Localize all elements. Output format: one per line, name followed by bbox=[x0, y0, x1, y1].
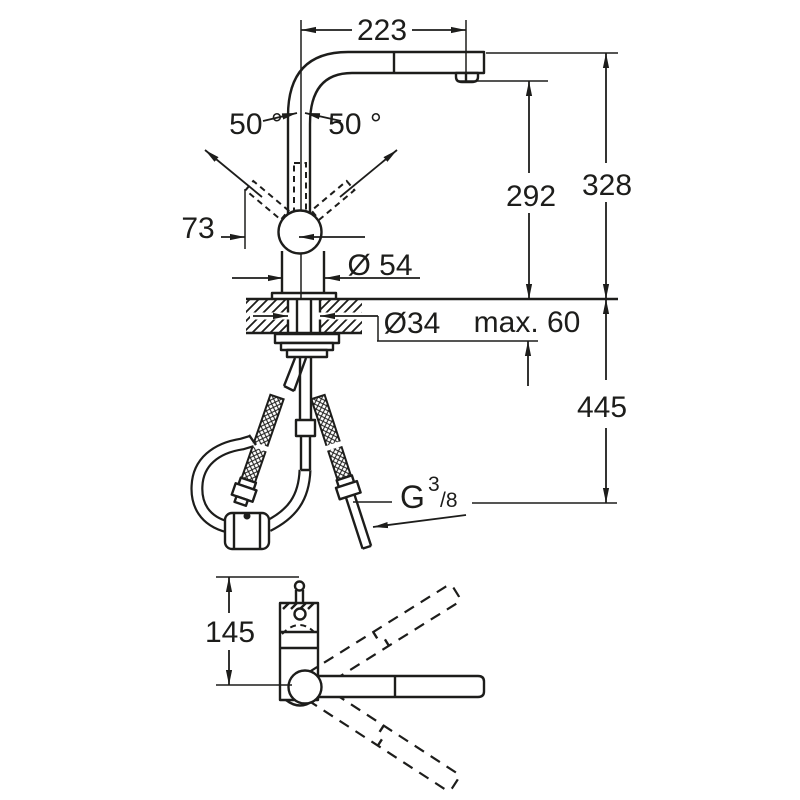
topview-tip-circle bbox=[293, 580, 306, 592]
topview-arm-upper-dashed bbox=[307, 584, 461, 691]
dim-top-view-depth: 145 bbox=[205, 616, 255, 649]
topview-knurl bbox=[282, 602, 315, 610]
mounting-washer bbox=[273, 332, 341, 345]
dim-handle-offset: 73 bbox=[181, 212, 214, 245]
hose-weight bbox=[223, 511, 271, 551]
topview-stem bbox=[294, 590, 305, 603]
center-tube-lower bbox=[299, 436, 312, 472]
hose-cut-mark bbox=[248, 434, 257, 446]
mounting-shank bbox=[286, 299, 322, 334]
supply-hoses bbox=[190, 393, 373, 551]
thread-numerator: 3 bbox=[428, 473, 440, 496]
weight-notch bbox=[243, 512, 251, 520]
braided-hose-right bbox=[310, 393, 373, 550]
faucet-top-view bbox=[278, 580, 486, 792]
topview-pivot bbox=[287, 669, 323, 705]
hose-stub bbox=[282, 357, 308, 393]
dim-spout-projection: 223 bbox=[357, 14, 407, 47]
tube-coupling bbox=[294, 418, 317, 438]
dim-hole-diameter: Ø34 bbox=[384, 307, 441, 340]
topview-arm-lower-dashed bbox=[307, 682, 460, 792]
thread-size-label: G 3 /8 bbox=[400, 473, 458, 515]
dim-swivel-right: 50 ° bbox=[328, 108, 382, 141]
dim-body-diameter: Ø 54 bbox=[347, 249, 412, 282]
braided-hose-left bbox=[230, 393, 285, 507]
base-flange bbox=[270, 291, 338, 299]
thread-denominator: /8 bbox=[440, 489, 458, 512]
dimension-labels: 223 50 ° 50 ° 73 292 328 Ø 54 Ø34 max. 6… bbox=[181, 14, 632, 649]
pullout-hose-loop bbox=[190, 434, 312, 534]
faucet-body bbox=[280, 251, 326, 293]
lever-neutral-dashed bbox=[293, 162, 307, 214]
center-tube-upper bbox=[298, 357, 313, 420]
topview-cartridge-dot bbox=[293, 607, 307, 621]
faucet-side-view bbox=[244, 20, 486, 472]
lever-left-dashed bbox=[244, 179, 290, 222]
lever-right-dashed bbox=[310, 179, 356, 222]
dim-swivel-left: 50 ° bbox=[229, 108, 283, 141]
ball-joint bbox=[277, 209, 323, 255]
dim-under-counter-height: 445 bbox=[577, 391, 627, 424]
topview-body-bands bbox=[280, 630, 318, 650]
dimension-lines bbox=[204, 20, 618, 686]
thread-prefix: G bbox=[400, 479, 425, 515]
dim-outlet-height: 292 bbox=[506, 180, 556, 213]
dim-total-height: 328 bbox=[582, 169, 632, 202]
mounting-cone bbox=[285, 348, 329, 359]
dim-max-counter-thickness: max. 60 bbox=[474, 306, 581, 339]
spout-tube bbox=[286, 50, 486, 215]
